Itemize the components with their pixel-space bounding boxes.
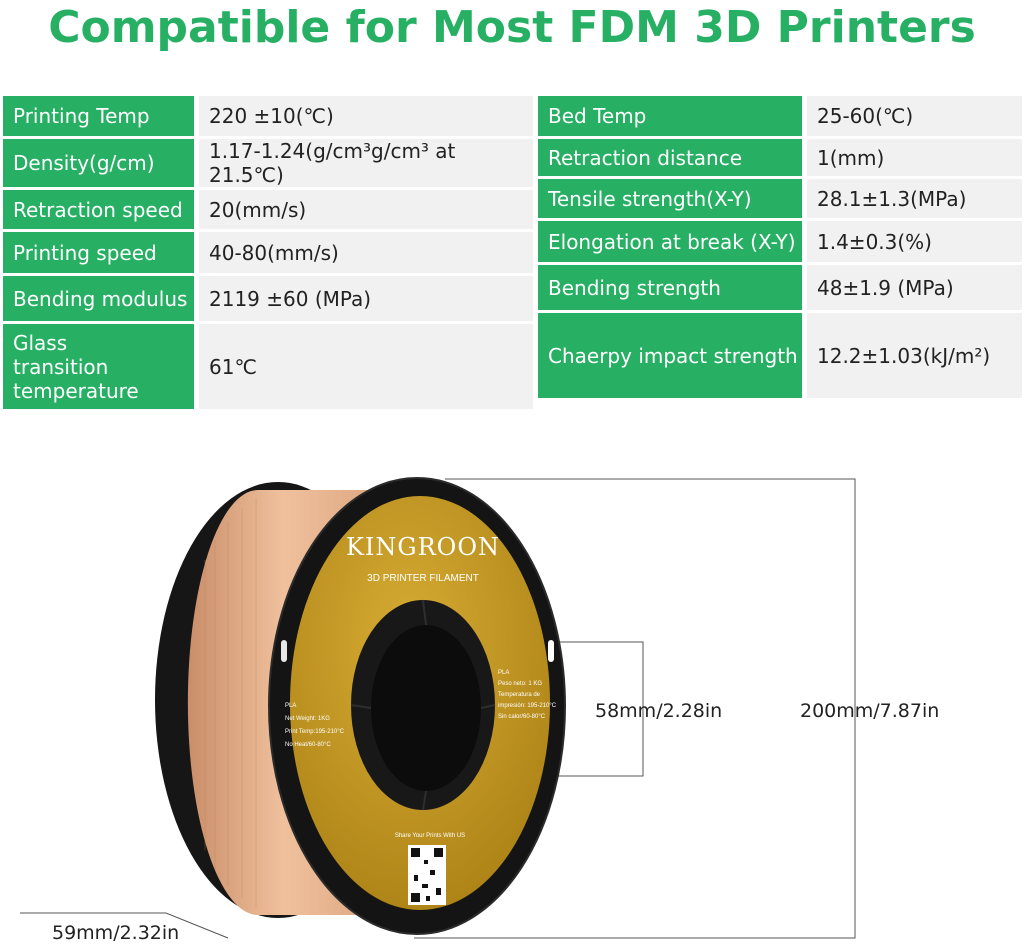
spec-row: Bed Temp 25-60(℃) bbox=[538, 96, 1022, 139]
spec-row: Retraction distance 1(mm) bbox=[538, 139, 1022, 179]
spec-row: Retraction speed 20(mm/s) bbox=[3, 190, 533, 232]
spec-value: 25-60(℃) bbox=[807, 96, 1022, 139]
dimension-lines bbox=[20, 478, 856, 939]
spec-value: 20(mm/s) bbox=[199, 190, 533, 232]
spec-row: Glass transition temperature 61℃ bbox=[3, 324, 533, 412]
spec-label: Bed Temp bbox=[538, 96, 802, 139]
spec-label: Density(g/cm) bbox=[3, 139, 194, 190]
spool-right-line: Temperatura de bbox=[498, 692, 541, 698]
spool-right-specs: PLA Peso neto: 1 KG Temperatura de impre… bbox=[498, 668, 558, 723]
width-label: 59mm/2.32in bbox=[52, 922, 180, 944]
spec-row: Bending strength 48±1.9 (MPa) bbox=[538, 265, 1022, 313]
spool-subtitle: 3D PRINTER FILAMENT bbox=[367, 573, 479, 584]
spec-row: Printing Temp 220 ±10(℃) bbox=[3, 96, 533, 139]
spec-label: Retraction speed bbox=[3, 190, 194, 232]
spool-left-line: Print Temp:195-210°C bbox=[285, 729, 344, 735]
spec-value: 1.4±0.3(%) bbox=[807, 221, 1022, 265]
spec-label: Elongation at break (X-Y) bbox=[538, 221, 802, 265]
spec-value: 2119 ±60 (MPa) bbox=[199, 276, 533, 324]
spool-left-line: PLA bbox=[285, 703, 297, 709]
spec-label: Printing speed bbox=[3, 232, 194, 276]
spec-row: Chaerpy impact strength 12.2±1.03(kJ/m²) bbox=[538, 313, 1022, 401]
spec-value: 1.17-1.24(g/cm³g/cm³ at 21.5℃) bbox=[199, 139, 533, 190]
spool-right-line: impresión: 195-210°C bbox=[498, 703, 557, 709]
spool-brand: KINGROON bbox=[345, 533, 500, 561]
spool-right-line: Sin calor/60-80°C bbox=[498, 714, 546, 720]
hub-spokes bbox=[350, 599, 496, 811]
page-title: Compatible for Most FDM 3D Printers bbox=[48, 2, 976, 53]
spec-value: 12.2±1.03(kJ/m²) bbox=[807, 313, 1022, 401]
spec-label: Chaerpy impact strength bbox=[538, 313, 802, 401]
spec-row: Density(g/cm) 1.17-1.24(g/cm³g/cm³ at 21… bbox=[3, 139, 533, 190]
flange-slot bbox=[281, 640, 287, 662]
spec-value: 220 ±10(℃) bbox=[199, 96, 533, 139]
spec-row: Printing speed 40-80(mm/s) bbox=[3, 232, 533, 276]
spool-right-line: PLA bbox=[498, 670, 510, 676]
spec-row: Bending modulus 2119 ±60 (MPa) bbox=[3, 276, 533, 324]
spec-label: Bending modulus bbox=[3, 276, 194, 324]
spec-table-left: Printing Temp 220 ±10(℃) Density(g/cm) 1… bbox=[3, 96, 533, 412]
spec-label: Printing Temp bbox=[3, 96, 194, 139]
outer-diameter-label: 200mm/7.87in bbox=[800, 700, 940, 722]
spool-left-line: Net Weight: 1KG bbox=[285, 716, 330, 722]
spec-label: Bending strength bbox=[538, 265, 802, 313]
qr-code-pattern bbox=[411, 848, 443, 902]
filament-spool-illustration bbox=[20, 477, 856, 939]
spec-row: Tensile strength(X-Y) 28.1±1.3(MPa) bbox=[538, 179, 1022, 221]
spool-left-line: No Heat/60-80°C bbox=[285, 742, 331, 748]
filament-lines bbox=[204, 498, 257, 908]
spec-value: 61℃ bbox=[199, 324, 533, 412]
spool-right-line: Peso neto: 1 KG bbox=[498, 681, 543, 687]
spec-value: 28.1±1.3(MPa) bbox=[807, 179, 1022, 221]
spec-label: Tensile strength(X-Y) bbox=[538, 179, 802, 221]
spool-left-specs: PLA Net Weight: 1KG Print Temp:195-210°C… bbox=[285, 700, 355, 752]
spec-value: 1(mm) bbox=[807, 139, 1022, 179]
flange-slot bbox=[548, 640, 554, 662]
spec-label: Retraction distance bbox=[538, 139, 802, 179]
spec-value: 40-80(mm/s) bbox=[199, 232, 533, 276]
spec-row: Elongation at break (X-Y) 1.4±0.3(%) bbox=[538, 221, 1022, 265]
spec-value: 48±1.9 (MPa) bbox=[807, 265, 1022, 313]
inner-diameter-label: 58mm/2.28in bbox=[595, 700, 723, 722]
spool-bottom-text: Share Your Prints With US bbox=[394, 833, 466, 839]
spec-label: Glass transition temperature bbox=[3, 324, 194, 412]
spec-table-right: Bed Temp 25-60(℃) Retraction distance 1(… bbox=[538, 96, 1022, 401]
